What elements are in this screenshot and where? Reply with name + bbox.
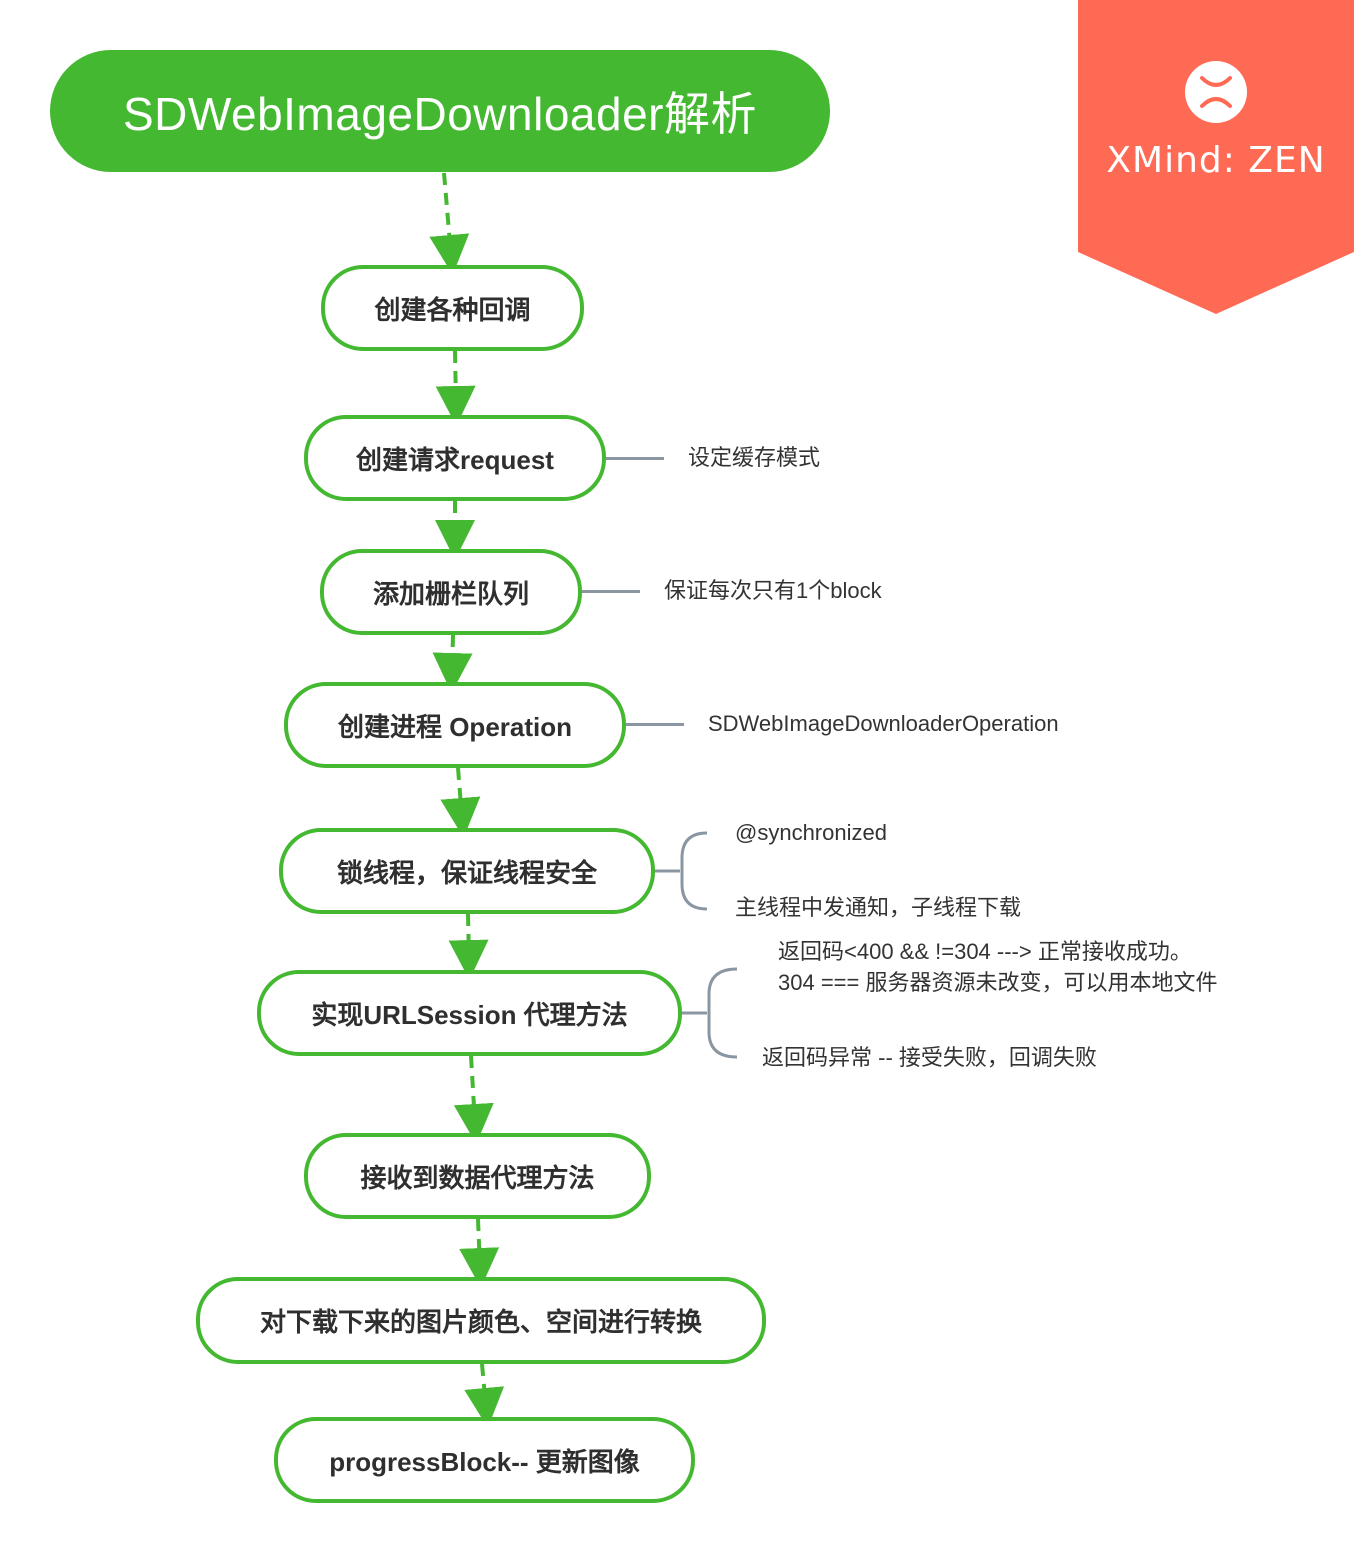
brand-text: XMind: ZEN [1106, 140, 1326, 181]
note-connector-operation [626, 723, 684, 726]
step-create-callbacks[interactable]: 创建各种回调 [321, 265, 584, 351]
note-operation-class[interactable]: SDWebImageDownloaderOperation [708, 711, 1059, 736]
step-urlsession-delegate[interactable]: 实现URLSession 代理方法 [257, 970, 682, 1056]
step-create-request[interactable]: 创建请求request [304, 415, 606, 501]
root-topic[interactable]: SDWebImageDownloader解析 [50, 50, 830, 172]
note-status-error[interactable]: 返回码异常 -- 接受失败，回调失败 [762, 1045, 1097, 1070]
arrow-step4-to-step5 [440, 767, 481, 838]
xmind-zen-badge: XMind: ZEN [1078, 0, 1354, 314]
bracket-step6 [682, 967, 738, 1059]
step-receive-data[interactable]: 接收到数据代理方法 [304, 1133, 651, 1219]
note-status-ok-line2[interactable]: 304 === 服务器资源未改变，可以用本地文件 [778, 970, 1218, 995]
step-progress-block[interactable]: progressBlock-- 更新图像 [274, 1417, 695, 1503]
xmind-logo-icon [1200, 76, 1232, 108]
note-main-thread-notify[interactable]: 主线程中发通知，子线程下载 [735, 895, 1022, 920]
note-connector-request [606, 457, 664, 460]
step-convert-image[interactable]: 对下载下来的图片颜色、空间进行转换 [196, 1277, 766, 1364]
bracket-step5 [655, 831, 708, 911]
arrow-step8-to-step9 [464, 1363, 505, 1428]
arrow-step5-to-step6 [448, 913, 489, 980]
arrow-step6-to-step7 [453, 1055, 494, 1144]
note-synchronized[interactable]: @synchronized [735, 820, 887, 845]
step-barrier-queue[interactable]: 添加栅栏队列 [320, 549, 582, 635]
note-status-ok-line1[interactable]: 返回码<400 && !=304 ---> 正常接收成功。 [778, 939, 1192, 964]
note-cache-policy[interactable]: 设定缓存模式 [688, 445, 821, 470]
arrow-step3-to-step4 [432, 634, 473, 693]
arrow-step7-to-step8 [459, 1218, 500, 1288]
note-one-block[interactable]: 保证每次只有1个block [664, 578, 882, 603]
step-create-operation[interactable]: 创建进程 Operation [284, 682, 626, 768]
badge-shape [1078, 0, 1354, 314]
note-connector-barrier [582, 590, 640, 593]
arrow-step1-to-step2 [435, 350, 476, 426]
arrow-root-to-step1 [429, 172, 470, 275]
step-lock-thread[interactable]: 锁线程，保证线程安全 [279, 828, 655, 914]
